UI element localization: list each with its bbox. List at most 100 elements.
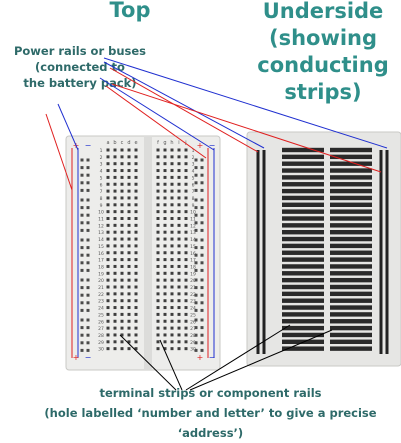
conducting-strip — [330, 305, 372, 310]
rail-hole — [86, 238, 90, 242]
rail-hole — [80, 278, 84, 282]
conducting-strip — [330, 161, 372, 166]
rail-hole — [200, 181, 204, 185]
terminal-hole — [127, 182, 131, 186]
terminal-hole — [134, 340, 138, 344]
row-number: 24 — [190, 306, 196, 312]
rail-hole — [200, 198, 204, 202]
terminal-hole — [127, 148, 131, 152]
terminal-hole — [163, 285, 167, 289]
rail-hole — [80, 188, 84, 192]
terminal-hole — [156, 285, 160, 289]
terminal-hole — [134, 306, 138, 310]
terminal-hole — [106, 148, 110, 152]
terminal-hole — [134, 148, 138, 152]
rail-conductor — [262, 150, 266, 354]
terminal-hole — [177, 347, 181, 351]
rail-hole — [80, 301, 84, 305]
rail-hole — [80, 326, 84, 330]
top-heading: Top — [109, 0, 151, 22]
terminal-hole — [134, 217, 138, 220]
terminal-pointer-line — [189, 329, 333, 391]
conducting-strip — [282, 188, 324, 194]
rail-hole — [86, 286, 90, 290]
terminal-hole — [113, 306, 117, 310]
rail-hole — [200, 293, 204, 297]
column-letter: g — [163, 140, 166, 146]
rail-hole — [86, 301, 90, 305]
terminal-hole — [113, 244, 117, 248]
rail-hole — [86, 278, 90, 282]
terminal-hole — [120, 299, 124, 303]
row-number: 16 — [190, 251, 196, 257]
terminal-hole — [184, 258, 188, 262]
terminal-hole — [113, 299, 117, 303]
terminal-hole — [120, 162, 124, 166]
terminal-hole — [120, 217, 124, 220]
conducting-strip — [330, 230, 372, 235]
rail-hole — [194, 308, 198, 312]
row-number: 7 — [100, 189, 103, 195]
terminal-hole — [134, 292, 138, 296]
terminal-hole — [177, 299, 181, 303]
rail-hole — [194, 278, 198, 282]
terminal-hole — [106, 230, 110, 234]
terminal-hole — [134, 285, 138, 289]
conducting-strip — [330, 312, 372, 317]
terminal-hole — [106, 182, 110, 186]
terminal-hole — [170, 162, 174, 166]
terminal-hole — [184, 319, 188, 323]
rail-hole — [194, 348, 198, 352]
terminal-hole — [120, 155, 124, 159]
terminal-hole — [113, 223, 117, 227]
conducting-strip — [282, 168, 324, 173]
terminal-hole — [184, 175, 188, 179]
terminal-hole — [177, 271, 181, 275]
rail-hole — [80, 268, 84, 272]
terminal-hole — [127, 217, 131, 220]
terminal-hole — [127, 319, 131, 323]
conducting-strip — [282, 277, 324, 283]
conducting-strip — [330, 325, 372, 331]
terminal-hole — [134, 347, 138, 351]
terminal-hole — [170, 182, 174, 186]
terminal-hole — [156, 155, 160, 159]
terminal-hole — [163, 299, 167, 303]
row-number: 1 — [100, 148, 103, 154]
terminal-hole — [177, 189, 181, 193]
rail-hole — [86, 166, 90, 170]
terminal-hole — [113, 237, 117, 241]
conducting-strip — [282, 243, 324, 249]
terminal-hole — [163, 333, 167, 337]
conducting-strip — [282, 298, 324, 303]
rail-hole — [200, 268, 204, 272]
terminal-hole — [113, 162, 117, 166]
row-number: 21 — [190, 285, 196, 291]
terminal-hole — [134, 162, 138, 166]
terminal-hole — [156, 347, 160, 351]
terminal-hole — [113, 210, 117, 214]
terminal-hole — [177, 312, 181, 316]
terminal-label-line-1: terminal strips or component rails — [99, 386, 322, 400]
pointer-line — [45, 113, 73, 191]
rail-hole — [86, 333, 90, 337]
rail-hole — [80, 286, 84, 290]
terminal-hole — [113, 203, 117, 207]
terminal-hole — [170, 278, 174, 282]
terminal-hole — [113, 333, 117, 337]
terminal-hole — [156, 169, 160, 173]
terminal-hole — [156, 251, 160, 255]
terminal-hole — [184, 230, 188, 234]
terminal-hole — [184, 196, 188, 200]
terminal-hole — [106, 285, 110, 289]
conducting-strip — [330, 284, 372, 290]
terminal-hole — [163, 203, 167, 207]
terminal-hole — [106, 196, 110, 200]
row-number: 9 — [100, 203, 103, 209]
terminal-hole — [156, 271, 160, 275]
rail-hole — [86, 308, 90, 312]
row-number: 15 — [190, 244, 196, 250]
rail-hole — [86, 198, 90, 202]
underside-heading-line-1: Underside — [262, 0, 384, 23]
underside-heading-line-2: (showing — [268, 26, 378, 50]
